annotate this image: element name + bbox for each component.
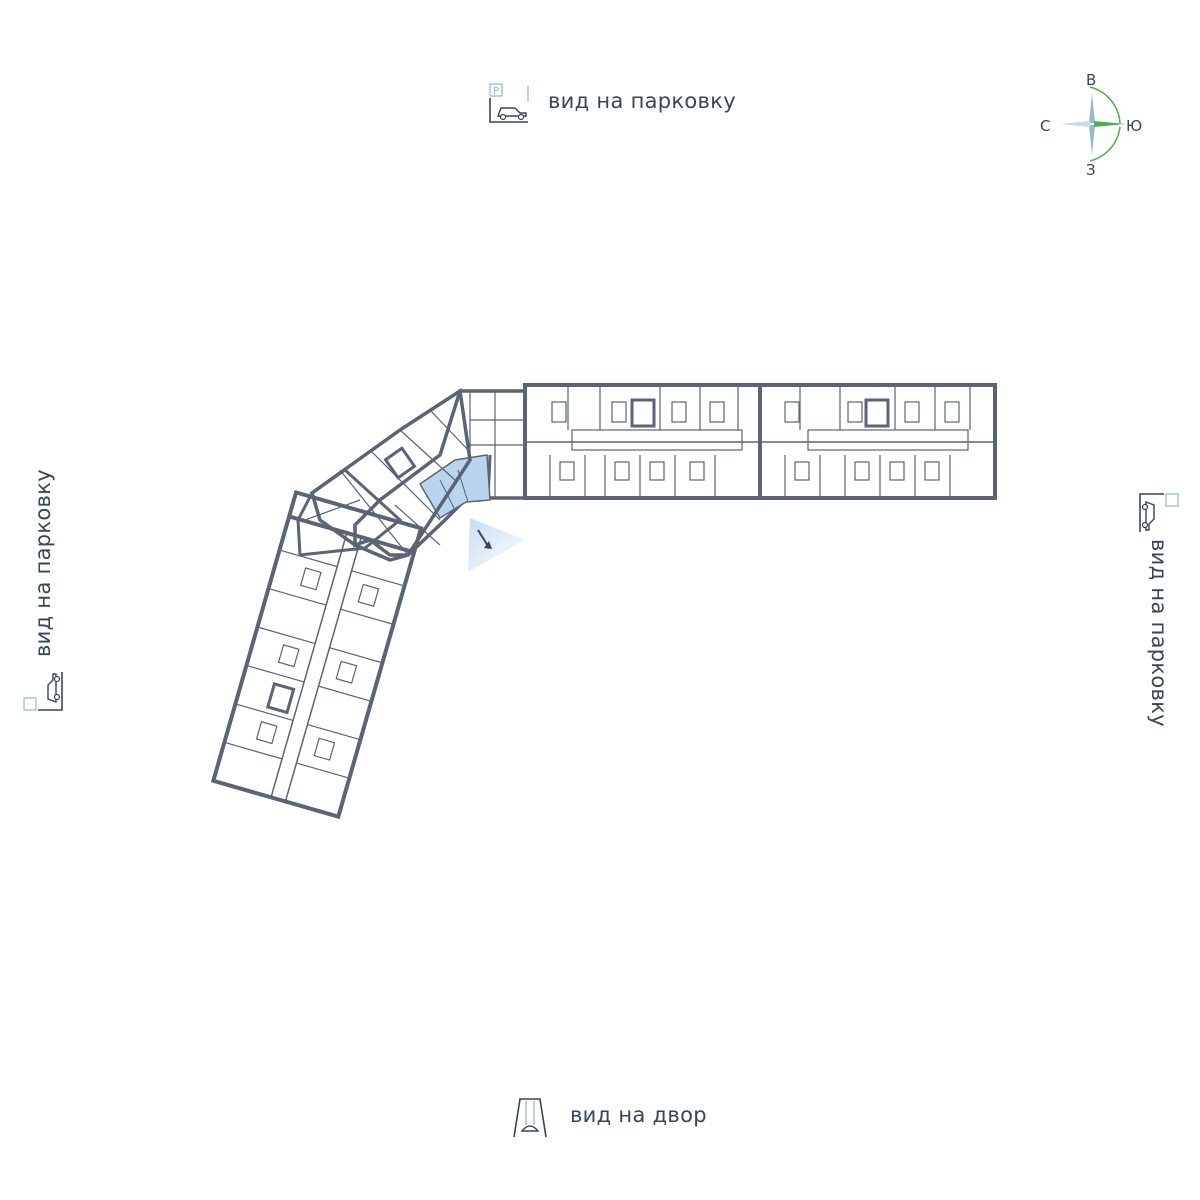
compass-east-label: Ю [1126, 117, 1143, 135]
compass-rose-icon: В З С Ю [1030, 65, 1160, 185]
parking-car-icon: P [488, 82, 532, 128]
swing-icon [510, 1095, 550, 1143]
view-label-bottom: вид на двор [570, 1103, 707, 1127]
view-direction-arrow-icon [468, 518, 525, 572]
building-wing-west [210, 489, 424, 820]
svg-text:P: P [493, 86, 499, 97]
parking-car-icon [22, 670, 64, 716]
building-wing-diagonal [309, 388, 472, 562]
building-wing-northwest [296, 468, 403, 557]
building-wing-east [523, 383, 997, 500]
view-label-top: вид на парковку [548, 89, 736, 113]
parking-car-icon [1138, 492, 1180, 538]
compass-west-label: С [1040, 117, 1051, 135]
apartment-highlighted[interactable] [418, 454, 491, 520]
compass-north-label: В [1086, 71, 1097, 89]
compass-south-label: З [1086, 161, 1096, 179]
